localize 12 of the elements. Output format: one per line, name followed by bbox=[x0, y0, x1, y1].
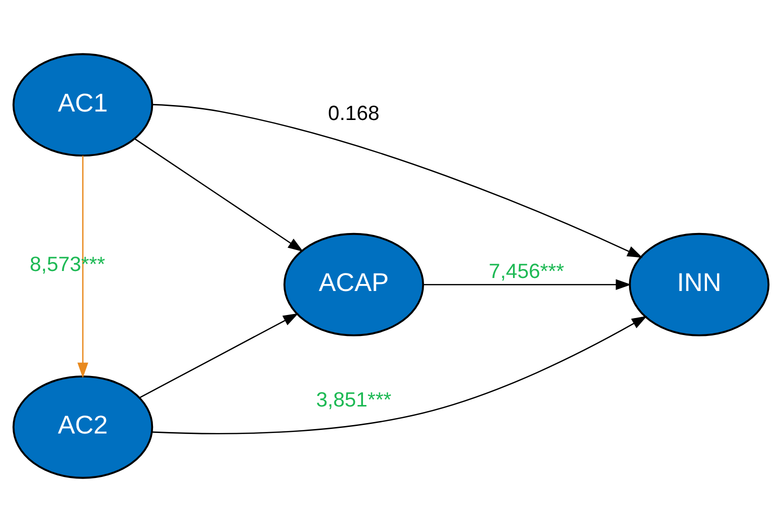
arrow bbox=[423, 278, 632, 290]
arrow bbox=[152, 315, 648, 434]
edge-label: 0.168 bbox=[328, 102, 380, 125]
node-ellipse: AC1 bbox=[12, 52, 154, 156]
arrow bbox=[152, 103, 643, 258]
edge-label: 7,456*** bbox=[488, 259, 564, 282]
arrow bbox=[139, 312, 299, 398]
node-ellipse: AC2 bbox=[12, 374, 154, 478]
node-ellipse: INN bbox=[628, 232, 770, 336]
arrow bbox=[77, 155, 88, 378]
edge-label: 3,851*** bbox=[316, 388, 392, 411]
arrow bbox=[134, 138, 304, 252]
